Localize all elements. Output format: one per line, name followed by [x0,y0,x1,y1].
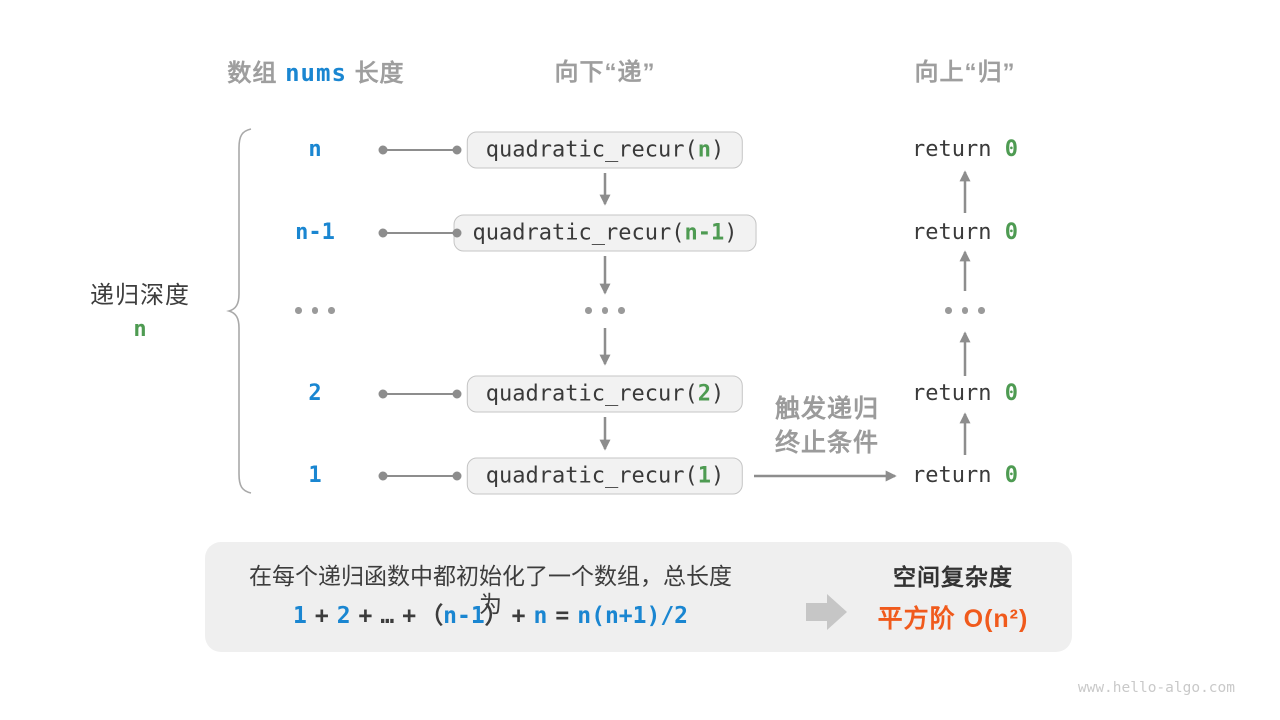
header-array-pre: 数组 [227,60,278,87]
ellipsis-dots-middle [585,307,625,315]
return-keyword: return [912,220,992,245]
return-statement-n1: return 0 [865,218,1065,248]
header-nums-code: nums [285,59,347,87]
recursion-depth-value: n [133,317,147,342]
formula-token: 2 [336,603,351,629]
formula-token: = [555,603,570,629]
summary-panel [205,542,1072,652]
call-box-2: quadratic_recur(2) [466,375,744,413]
ellipsis-dots-left [295,307,335,315]
formula-token: + [402,603,417,629]
summation-formula: 1+2+…+（n-1）+n=n(n+1)/2 [238,600,743,632]
call-text: quadratic_recur( [485,381,698,407]
return-value: 0 [1004,381,1018,406]
return-value: 0 [1004,220,1018,245]
space-complexity-title: 空间复杂度 [893,564,1013,590]
return-keyword: return [912,381,992,406]
formula-token: + [314,603,329,629]
return-keyword: return [912,463,992,488]
call-arg: n [697,137,711,163]
formula-token: + [511,603,526,629]
length-label-n1: n-1 [295,220,335,245]
call-box-n1: quadratic_recur(n-1) [453,214,757,252]
return-keyword: return [912,137,992,162]
return-statement-2: return 0 [865,379,1065,409]
call-arg: 2 [697,381,711,407]
base-case-label-line2: 终止条件 [774,429,879,457]
call-text: quadratic_recur( [472,220,685,246]
watermark-url: www.hello-algo.com [1077,680,1235,696]
return-statement-1: return 0 [865,461,1065,491]
call-box-n: quadratic_recur(n) [466,131,744,169]
header-array-post: 长度 [354,60,405,87]
call-arg: n-1 [684,220,725,246]
base-case-label-line1: 触发递归 [774,395,879,423]
formula-token: n(n+1)/2 [577,603,689,629]
call-close: ) [710,463,725,489]
return-value: 0 [1004,137,1018,162]
formula-token: … [380,603,395,629]
call-close: ) [710,137,725,163]
ellipsis-dots-right [945,307,985,315]
length-label-n: n [308,137,322,162]
return-statement-n: return 0 [865,135,1065,165]
recursion-depth-title: 递归深度 [90,282,190,309]
column-header-recurse-down: 向下“递” [554,59,656,86]
call-text: quadratic_recur( [485,463,698,489]
call-text: quadratic_recur( [485,137,698,163]
return-value: 0 [1004,463,1018,488]
depth-brace [226,128,252,494]
formula-token: （ [420,603,444,629]
formula-token: n [533,603,548,629]
column-header-array-length: 数组 nums 长度 [216,58,416,88]
summary-text: 在每个递归函数中都初始化了一个数组，总长度为 [249,563,732,617]
formula-token: n-1 [443,603,485,629]
call-box-1: quadratic_recur(1) [466,457,744,495]
call-arg: 1 [697,463,711,489]
length-label-1: 1 [308,463,322,488]
space-complexity-value: 平方阶 O(n²) [877,605,1029,633]
length-label-2: 2 [308,381,322,406]
formula-token: + [358,603,373,629]
column-header-return-up: 向上“归” [914,59,1016,86]
label-box-connectors [378,145,462,481]
call-close: ) [710,381,725,407]
call-close: ) [724,220,738,246]
formula-token: ） [484,603,508,629]
formula-token: 1 [292,603,307,629]
